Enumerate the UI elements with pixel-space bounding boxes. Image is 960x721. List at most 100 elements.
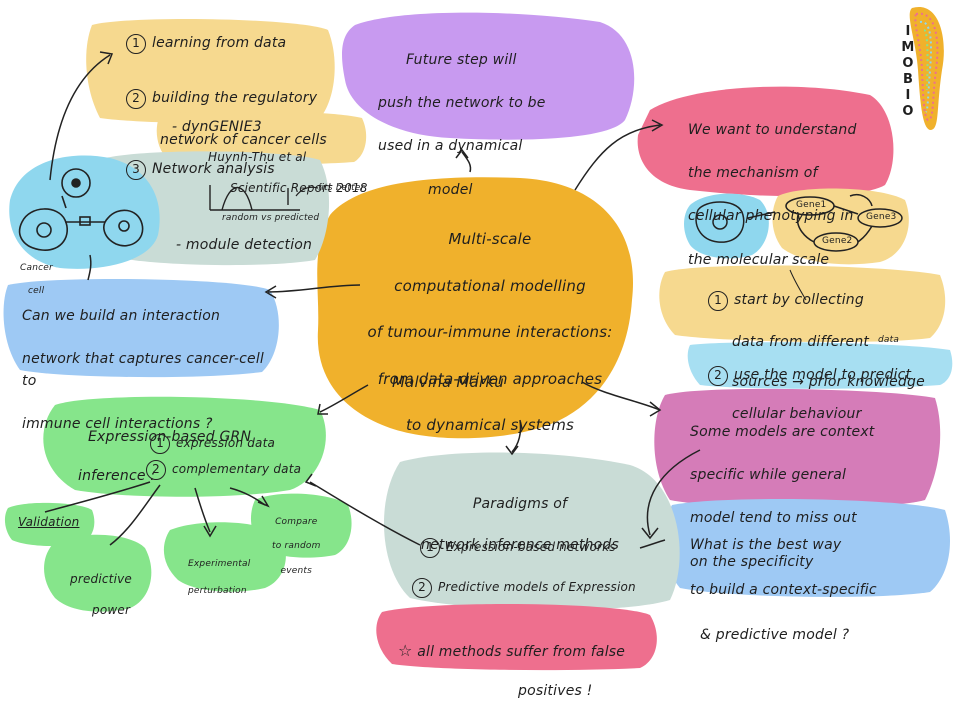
- arrow-central-to-context: [581, 381, 661, 411]
- arrow-central-to-paradigms: [511, 419, 522, 453]
- question-text: Can we build an interaction network that…: [22, 284, 282, 458]
- paradigm-item-1: 1 Expression-based networks: [420, 538, 616, 558]
- best-way-blob: [663, 498, 950, 597]
- compare-blob: [250, 493, 352, 558]
- experimental-line-2: perturbation: [188, 585, 247, 596]
- learning-3-number: 3: [126, 160, 146, 180]
- context-blob: [654, 388, 941, 509]
- falsepos-line-1: all methods suffer from false: [417, 643, 626, 660]
- central-blob: [317, 177, 634, 439]
- future-line-2: push the network to be: [378, 95, 546, 112]
- arrow-central-to-understand: [574, 124, 661, 191]
- paradigm-1-number: 1: [420, 538, 440, 558]
- arrow-grn-to-predictive: [109, 484, 161, 546]
- central-line-5: to dynamical systems: [405, 416, 575, 435]
- step1-note: data: [878, 335, 900, 345]
- context-line-3: model tend to miss out: [690, 510, 857, 527]
- understand-line-1: We want to understand: [688, 121, 857, 138]
- understand-text: We want to understand the mechanism of c…: [688, 98, 898, 293]
- imobio-logo: [909, 6, 944, 131]
- learning-blob: [86, 18, 335, 124]
- tool-name: - dynGENIE3: [172, 119, 262, 135]
- grn-title-1: Expression-based GRN: [88, 428, 252, 445]
- paradigm-1-text: Expression-based networks: [446, 540, 616, 554]
- grn-2-number: 2: [146, 460, 166, 480]
- gene2-label: Gene2: [822, 236, 853, 246]
- central-title: Multi-scale computational modelling of t…: [360, 205, 620, 461]
- central-line-2: computational modelling: [394, 276, 586, 295]
- falsepos-line-2: positives !: [518, 682, 593, 699]
- reference-line-2: Scientific Report 2018: [230, 180, 368, 195]
- paradigm-2-text: Predictive models of Expression: [438, 580, 636, 594]
- step1-blob: [659, 265, 946, 342]
- step1-number: 1: [708, 291, 728, 312]
- future-line-4: model: [428, 181, 473, 198]
- gene-network-drawing: [695, 194, 903, 252]
- paradigms-title: Paradigms of network inference methods: [410, 474, 630, 575]
- cancer-cell-right-icon: [695, 201, 745, 243]
- falsepos-blob: [376, 604, 657, 671]
- learning-2-line-1: building the regulatory: [152, 90, 318, 107]
- understand-blob: [637, 86, 894, 197]
- understand-line-3: cellular phenotyping in: [688, 208, 854, 225]
- immune-cell-icon: [61, 168, 91, 198]
- arrow-paradigm1-to-bestway: [639, 539, 666, 549]
- predictive-label: predictive power: [70, 556, 132, 634]
- paradigm-2-number: 2: [412, 578, 432, 598]
- best-way-line-2: to build a context-specific: [690, 582, 877, 599]
- context-line-2: specific while general: [690, 467, 847, 484]
- arrow-grn-to-validation: [44, 481, 151, 513]
- understand-line-2: the mechanism of: [688, 165, 818, 182]
- gene1-label: Gene1: [796, 200, 827, 210]
- understand-line-4: the molecular scale: [688, 251, 830, 268]
- compare-line-2: to random: [272, 541, 321, 552]
- grn-1-text: expression data: [176, 436, 276, 450]
- context-text: Some models are context specific while g…: [690, 400, 940, 595]
- gene3-node: [857, 208, 903, 228]
- connector-arrows: [44, 51, 807, 549]
- cells-blob: [9, 155, 160, 269]
- compare-line-1: Compare: [275, 517, 318, 528]
- step2-text: 2 use the model to predict cellular behav…: [708, 347, 948, 443]
- best-way-line-3: & predictive model ?: [700, 626, 850, 643]
- falsepos-text: ☆ all methods suffer from false positive…: [398, 620, 648, 721]
- step2-line-2: cellular behaviour: [732, 405, 862, 422]
- genes-blob-yellow: [772, 188, 909, 265]
- experimental-label: Experimental perturbation: [188, 544, 250, 612]
- future-line-1: Future step will: [406, 51, 517, 68]
- step1-line-3: sources → prior knowledge: [732, 374, 925, 391]
- immune-cell-2-icon: [103, 209, 144, 247]
- future-step-text: Future step will push the network to be …: [378, 28, 618, 223]
- cancer-cell-line-2: cell: [28, 285, 45, 296]
- compare-label: Compare to random events: [272, 504, 321, 589]
- reference-text: Huynh-Thu et al Scientific Report 2018: [208, 134, 368, 212]
- step1-line-2: data from different: [732, 333, 870, 350]
- paradigm-item-2: 2 Predictive models of Expression: [412, 578, 636, 598]
- paradigms-title-1: Paradigms of: [472, 496, 568, 513]
- arrow-central-to-future: [461, 151, 472, 173]
- validation-label: Validation: [18, 515, 80, 529]
- context-line-4: on the specificity: [690, 553, 814, 570]
- learning-1-text: learning from data: [152, 35, 287, 51]
- predictive-line-2: power: [92, 602, 131, 617]
- question-blob: [3, 278, 279, 378]
- experimental-line-1: Experimental: [188, 558, 251, 569]
- paradigms-blob: [383, 452, 680, 610]
- compare-line-3: events: [280, 565, 313, 576]
- grn-blob: [43, 396, 326, 497]
- step2-line-1: use the model to predict: [734, 366, 912, 383]
- central-line-4: from data-driven approaches: [377, 369, 603, 388]
- step2-number: 2: [708, 365, 728, 386]
- logo-text: IMOBIO: [901, 24, 915, 119]
- question-line-2: network that captures cancer-cell to: [22, 351, 265, 389]
- reference-line-1: Huynh-Thu et al: [208, 149, 307, 164]
- arrow-grn-to-experimental: [194, 487, 211, 533]
- context-line-1: Some models are context: [690, 423, 875, 440]
- paradigms-title-2: network inference methods: [421, 536, 619, 553]
